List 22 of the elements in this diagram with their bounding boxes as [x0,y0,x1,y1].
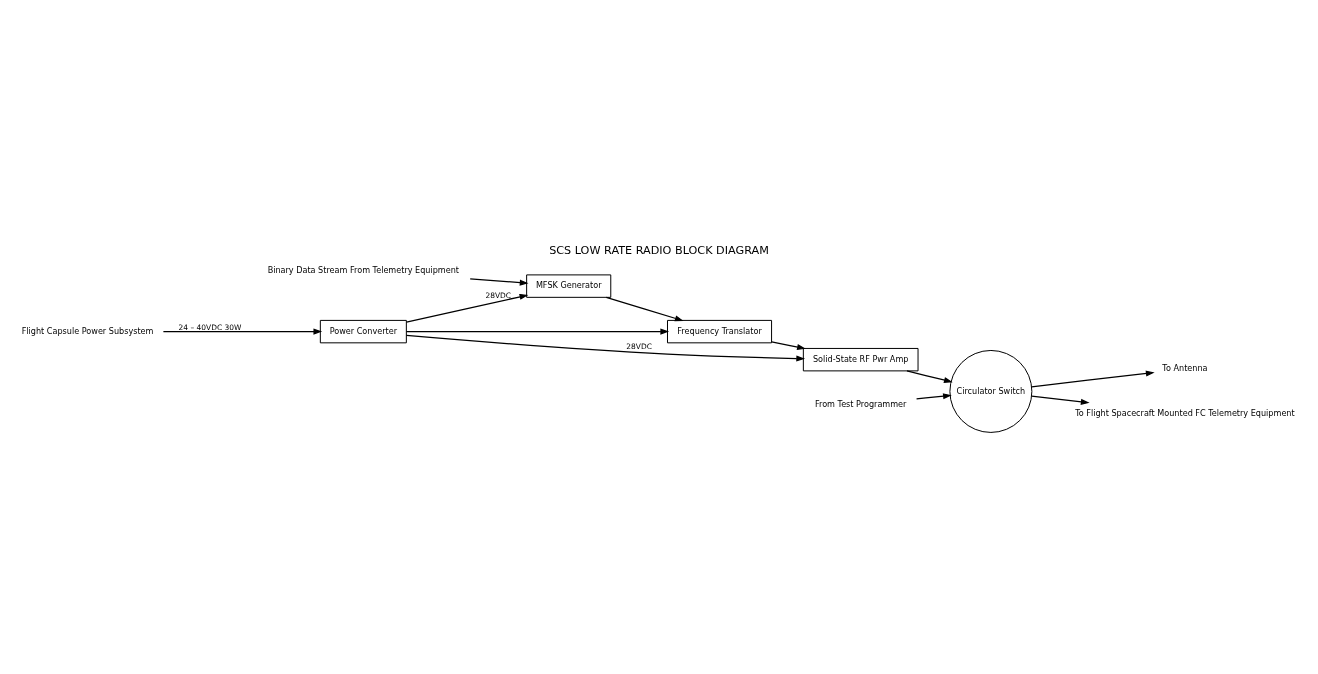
node-box: MFSK Generator [526,273,612,298]
node-text: From Test Programmer [814,398,907,409]
node-text: To Antenna [1162,362,1208,373]
arrow [469,277,529,286]
arrow [1031,369,1155,387]
arrow [915,392,952,400]
node-text: Flight Capsule Power Subsystem [21,325,154,336]
arrow [605,296,684,321]
node-text: Binary Data Stream From Telemetry Equipment [267,264,460,275]
node-circle: Circulator Switch [949,349,1033,433]
arrow [162,328,323,335]
arrow [405,328,670,335]
arrow [405,293,529,323]
node-box: Frequency Translator [667,319,773,343]
arrow [1031,395,1090,405]
node-text: To Flight Spacecraft Mounted FC Telemetry Equipment [1075,407,1295,418]
node-box: Power Converter [319,319,407,343]
diagram-title: SCS LOW RATE RADIO BLOCK DIAGRAM [549,243,769,257]
node-box: Solid-State RF Pwr Amp [802,347,919,371]
arrow [405,334,806,362]
arrow [906,369,953,383]
arrow [771,340,806,350]
